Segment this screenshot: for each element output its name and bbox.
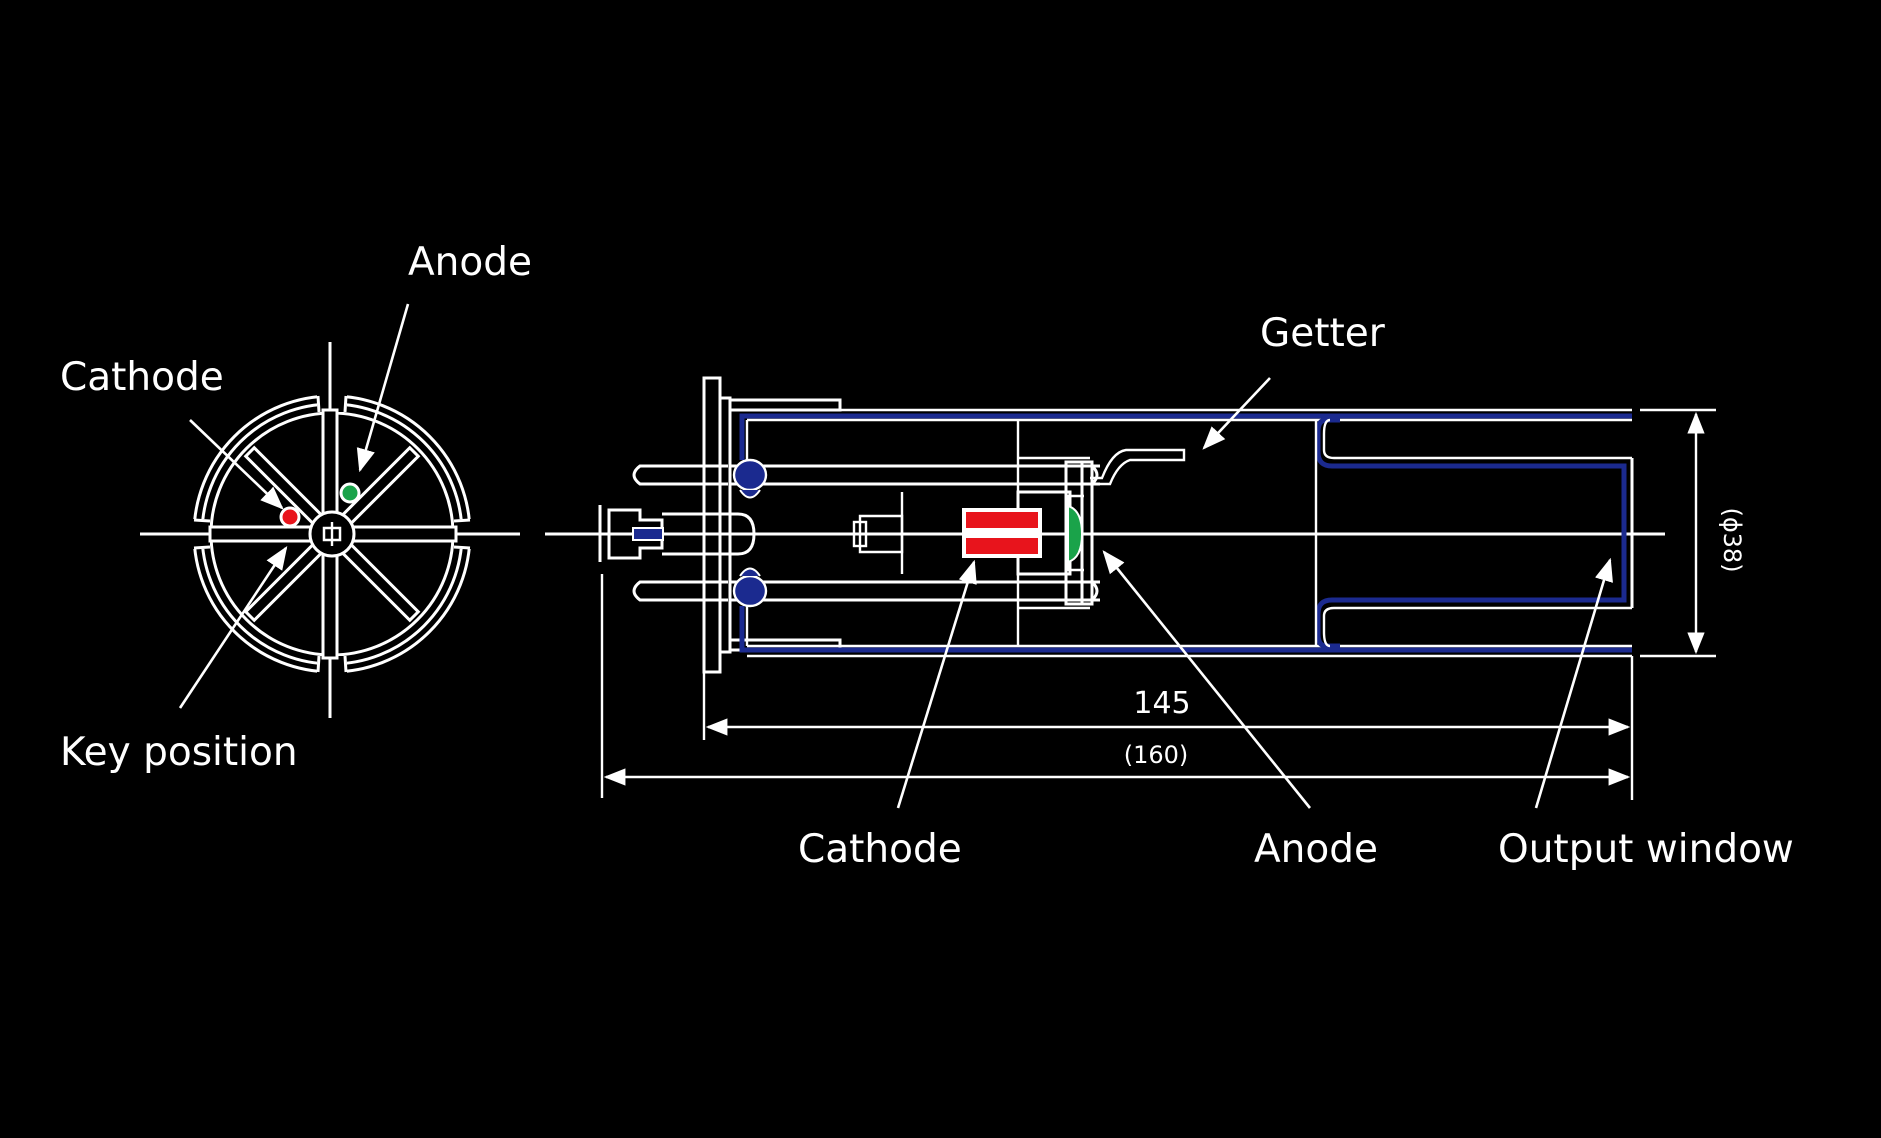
side-anode-label: Anode xyxy=(1254,827,1378,872)
side-view: 145 (160) (ϕ38) Getter Cathode Anode Out… xyxy=(545,311,1794,872)
output-window-assembly xyxy=(1314,417,1634,649)
cathode-terminal-dot xyxy=(279,506,301,528)
dimensions: 145 (160) (ϕ38) xyxy=(600,408,1746,800)
hollow-cathode xyxy=(962,508,1042,558)
key-position-label: Key position xyxy=(60,730,298,775)
length-145-text: 145 xyxy=(1133,686,1190,721)
side-anode-pointer xyxy=(1102,550,1312,809)
glass-seals xyxy=(732,458,768,608)
getter-pointer xyxy=(1202,377,1271,450)
anode-terminal-dot xyxy=(339,482,361,504)
key-position-pointer xyxy=(178,546,288,709)
lead-pin xyxy=(598,505,756,562)
end-anode-pointer xyxy=(356,303,410,473)
diameter-text: (ϕ38) xyxy=(1718,507,1746,572)
end-view-center-hub xyxy=(308,510,356,558)
end-cathode-pointer xyxy=(189,419,284,510)
output-window-label: Output window xyxy=(1498,827,1794,872)
getter-label: Getter xyxy=(1260,311,1386,356)
output-window-pointer xyxy=(1534,557,1613,809)
end-view: Anode Cathode Key position xyxy=(60,240,532,775)
stem-flange xyxy=(702,376,722,674)
length-160-text: (160) xyxy=(1124,741,1189,769)
end-anode-label: Anode xyxy=(408,240,532,285)
getter-element xyxy=(1090,448,1186,486)
anode-ring xyxy=(1067,504,1084,564)
end-cathode-label: Cathode xyxy=(60,355,224,400)
glass-envelope xyxy=(739,408,1632,658)
side-cathode-pointer xyxy=(896,559,977,809)
side-cathode-label: Cathode xyxy=(798,827,962,872)
